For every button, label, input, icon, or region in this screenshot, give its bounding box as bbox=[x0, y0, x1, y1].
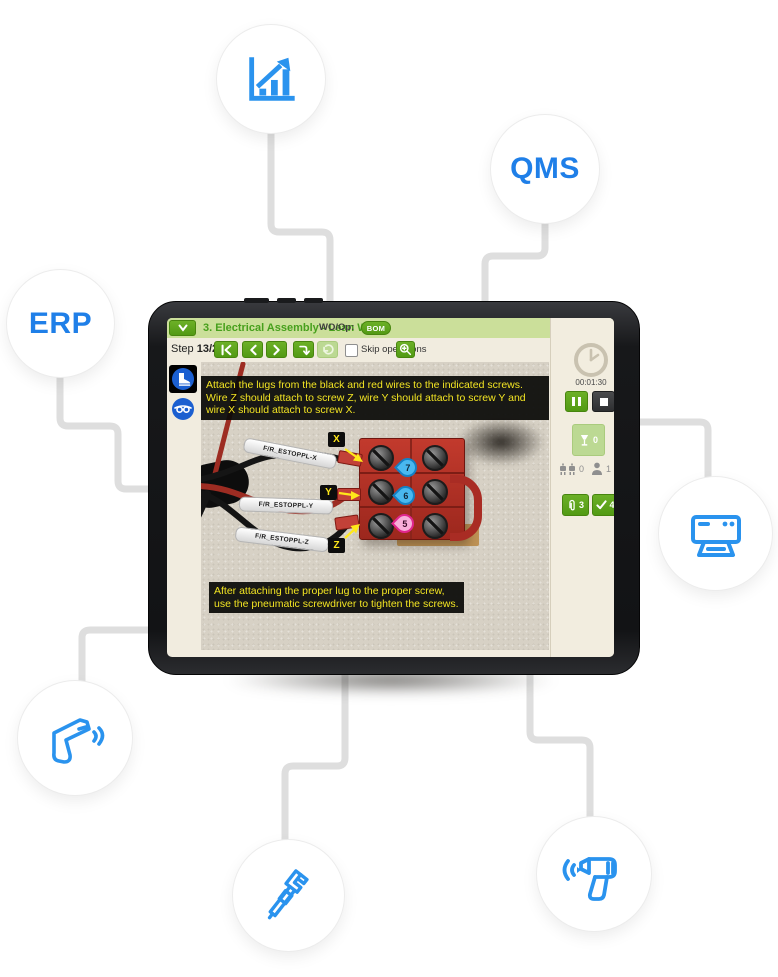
screw-z bbox=[368, 513, 394, 539]
power-drill-icon bbox=[562, 857, 617, 901]
collapse-header-button[interactable] bbox=[169, 320, 196, 336]
skip-operations-label: Skip operations bbox=[361, 344, 427, 355]
zoom-step-button[interactable] bbox=[396, 341, 415, 358]
bubble-erp: ERP bbox=[7, 270, 114, 377]
magnifier-plus-icon bbox=[399, 343, 412, 356]
screw-label-x: X bbox=[328, 432, 345, 447]
connector-caliper bbox=[281, 666, 349, 847]
previous-step-button[interactable] bbox=[242, 341, 263, 358]
pin-6-number: 6 bbox=[402, 490, 409, 501]
first-step-button[interactable] bbox=[214, 341, 238, 358]
block-ridge bbox=[360, 506, 464, 508]
wine-glass-icon bbox=[580, 434, 589, 446]
bubble-caliper bbox=[233, 840, 344, 951]
tablet-screen: 3. Electrical Assembly - Lean WI v6 WO/O… bbox=[167, 318, 614, 657]
tablet: 3. Electrical Assembly - Lean WI v6 WO/O… bbox=[148, 298, 640, 675]
printer-icon bbox=[690, 514, 741, 557]
scrap-count: 0 bbox=[592, 435, 598, 445]
attachments-count: 3 bbox=[578, 500, 584, 510]
pin-7-number: 7 bbox=[404, 462, 411, 473]
app-header: 3. Electrical Assembly - Lean WI v6 WO/O… bbox=[167, 318, 614, 338]
connector-erp bbox=[56, 371, 158, 493]
screw-bot-right bbox=[422, 513, 448, 539]
complete-button[interactable]: 4 bbox=[592, 494, 614, 516]
paperclip-icon bbox=[569, 499, 575, 510]
step-bar: Step 13/20 bbox=[167, 338, 614, 361]
screw-top-right bbox=[422, 445, 448, 471]
screw-y bbox=[368, 479, 394, 505]
ppe-safety-goggles-sign bbox=[171, 397, 195, 421]
check-icon bbox=[596, 500, 608, 510]
connector-analytics bbox=[267, 126, 334, 309]
red-wire-loop bbox=[450, 475, 482, 541]
stop-button[interactable] bbox=[592, 391, 614, 412]
skip-operations-checkbox[interactable] bbox=[345, 344, 358, 357]
qms-label: QMS bbox=[510, 152, 580, 185]
go-to-step-button[interactable] bbox=[293, 341, 314, 358]
step-label: Step bbox=[171, 343, 194, 355]
undo-button bbox=[317, 341, 338, 358]
control-sidebar: 00:01:30 0 bbox=[550, 318, 614, 657]
pin-5-number: 5 bbox=[401, 518, 408, 529]
stop-icon bbox=[599, 397, 608, 406]
erp-label: ERP bbox=[28, 306, 93, 340]
work-instruction-title: 3. Electrical Assembly - Lean WI v6 bbox=[203, 322, 387, 334]
operator-icon bbox=[592, 462, 602, 475]
annotation-arrows bbox=[338, 448, 363, 539]
chevron-down-icon bbox=[178, 324, 187, 332]
machines-count: 0 bbox=[579, 464, 585, 474]
chevron-right-icon bbox=[272, 344, 280, 355]
bubble-scanner bbox=[18, 681, 132, 795]
pause-button[interactable] bbox=[565, 391, 588, 412]
instruction-text-top: Attach the lugs from the black and red w… bbox=[201, 376, 549, 420]
next-step-button[interactable] bbox=[266, 341, 287, 358]
wo-op-label: WO/Op: bbox=[319, 322, 355, 333]
machines-icon bbox=[560, 463, 575, 475]
barcode-scanner-icon bbox=[52, 718, 105, 764]
photo-shadow bbox=[457, 418, 545, 466]
connector-qms bbox=[481, 217, 549, 309]
arrow-x bbox=[344, 448, 359, 459]
safety-boot-icon bbox=[172, 368, 194, 390]
instruction-text-bottom: After attaching the proper lug to the pr… bbox=[209, 582, 464, 613]
connector-drill bbox=[526, 666, 594, 824]
bar-chart-growth-icon bbox=[249, 57, 295, 101]
step-photo: F/R_ESTOPPL-X F/R_ESTOPPL-Y F/R_ESTOPPL-… bbox=[201, 362, 549, 650]
attachments-button[interactable]: 3 bbox=[562, 494, 589, 516]
screw-mid-right bbox=[422, 479, 448, 505]
go-first-icon bbox=[221, 344, 232, 355]
bubble-drill bbox=[537, 817, 651, 931]
operators-count: 1 bbox=[606, 464, 612, 474]
caliper-icon bbox=[267, 868, 309, 919]
bubble-qms: QMS bbox=[491, 115, 599, 223]
tablet-volume-down-button bbox=[304, 298, 323, 303]
bubble-printer bbox=[659, 477, 772, 590]
bubble-analytics bbox=[217, 25, 325, 133]
bom-button[interactable]: BOM bbox=[361, 321, 391, 335]
tablet-volume-up-button bbox=[277, 298, 296, 303]
arrow-y bbox=[338, 491, 354, 497]
timer-clock-icon bbox=[574, 343, 608, 377]
undo-icon bbox=[323, 343, 334, 355]
scrap-button: 0 bbox=[572, 424, 605, 456]
completions-count: 4 bbox=[609, 500, 614, 510]
tablet-power-button bbox=[244, 298, 269, 303]
chevron-left-icon bbox=[249, 344, 257, 355]
safety-goggles-icon bbox=[172, 398, 194, 420]
connector-scanner bbox=[78, 626, 158, 690]
connector-printer bbox=[628, 418, 712, 484]
timer-value: 00:01:30 bbox=[575, 378, 607, 387]
ppe-safety-boots-sign bbox=[169, 365, 197, 393]
pause-icon bbox=[572, 397, 581, 406]
screw-x bbox=[368, 445, 394, 471]
screw-label-y: Y bbox=[320, 485, 337, 500]
screw-label-z: Z bbox=[328, 538, 345, 553]
skip-arrow-icon bbox=[299, 345, 310, 355]
